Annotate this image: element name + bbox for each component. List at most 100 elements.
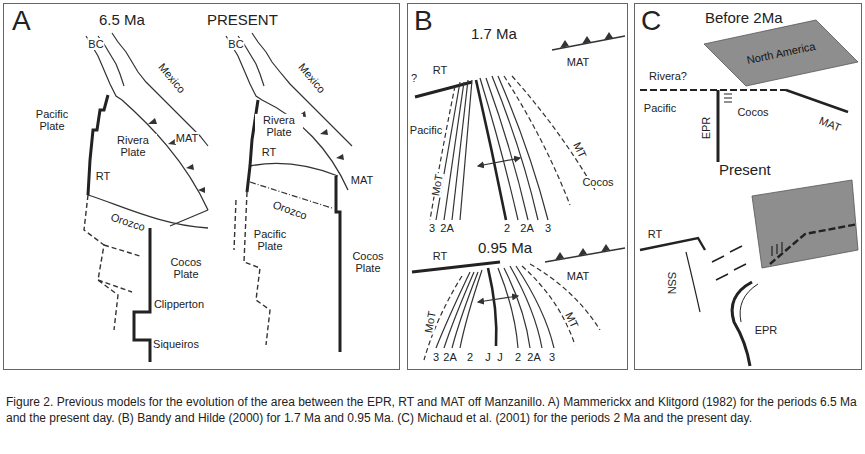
plate-boundary (88, 195, 208, 228)
map-label: BC (87, 38, 104, 50)
map-label: MoT (429, 172, 445, 198)
map-label: MT (563, 309, 582, 330)
anomaly-number: 2 (503, 222, 511, 234)
trench-teeth (601, 244, 610, 252)
fossil-ridge (104, 245, 140, 256)
panel-letter: C (641, 6, 661, 37)
plate-boundary (772, 242, 782, 256)
magnetic-anomaly (498, 76, 548, 220)
trench-teeth (604, 32, 613, 40)
map-label: MAT (816, 114, 843, 134)
plate-boundary (712, 246, 746, 280)
ridge-axis (134, 228, 150, 362)
anomaly-number: 3 (428, 222, 436, 234)
map-label: Cocos (736, 106, 769, 118)
anomaly-dashed (530, 264, 600, 330)
anomaly-number: 2A (439, 222, 454, 234)
magnetic-anomaly (436, 76, 554, 348)
trench-teeth (186, 164, 194, 170)
anomaly-number: J (484, 351, 492, 363)
panel-letter: B (414, 6, 433, 37)
anomaly-number: J (496, 351, 504, 363)
map-label: Pacific Plate (26, 108, 78, 132)
trench-teeth (555, 32, 613, 260)
anomaly-number: 2A (519, 222, 534, 234)
map-label: North America (745, 40, 818, 67)
anomaly-number: 2 (466, 351, 474, 363)
map-label: Pacific (409, 124, 443, 136)
map-label: EPR (700, 116, 712, 141)
spreading-arrow (478, 296, 518, 302)
anomaly-number: 2A (526, 351, 541, 363)
magnetic-anomaly (436, 272, 470, 348)
trench-teeth (198, 187, 205, 193)
trench-line (545, 248, 625, 262)
plate-boundary (717, 90, 720, 162)
coastline (86, 36, 122, 100)
trench-teeth (555, 252, 564, 260)
continent-block (752, 180, 858, 268)
plate-boundary (770, 224, 858, 264)
spreading-ridge (488, 268, 496, 346)
plate-boundary (786, 90, 848, 112)
map-label: RT (261, 146, 277, 158)
figure-panel: A 6.5 Ma PRESENT (3, 3, 400, 370)
anomaly-dashed (504, 76, 570, 205)
map-label: Rivera? (648, 70, 688, 82)
ridge-axis (336, 176, 340, 352)
map-label: RT (432, 64, 448, 76)
map-label: MAT (566, 270, 590, 282)
magnetic-anomaly (460, 270, 482, 348)
period-label: 1.7 Ma (471, 26, 517, 43)
magnetic-anomaly (510, 266, 542, 348)
plate-boundary (686, 252, 700, 312)
map-label: Cocos (581, 176, 614, 188)
anomaly-number: 2 (514, 351, 522, 363)
trench-teeth (560, 40, 569, 48)
trench-line (552, 36, 625, 50)
magnetic-anomaly (452, 272, 478, 348)
fossil-ridge (234, 192, 270, 345)
trench-teeth (148, 118, 157, 124)
period-label: PRESENT (207, 12, 278, 29)
map-label: MoT (422, 309, 438, 335)
coastline (226, 33, 352, 146)
anomaly-dashed (430, 86, 455, 220)
plate-boundary (724, 94, 732, 102)
anomaly-number: 3 (544, 222, 552, 234)
anomaly-number: 3 (548, 351, 556, 363)
coastline (112, 33, 208, 146)
trench-teeth (336, 154, 344, 160)
panel-letter: A (12, 6, 31, 37)
trench-teeth (320, 129, 328, 135)
period-label: Before 2Ma (705, 10, 783, 27)
map-label: BC (227, 38, 244, 50)
map-label: EPR (754, 324, 779, 336)
map-label: Orozco (108, 210, 147, 233)
figure-caption: Figure 2. Previous models for the evolut… (6, 394, 858, 426)
trench-teeth (298, 111, 344, 160)
continent-block (704, 20, 858, 268)
map-label: RT (647, 228, 663, 240)
anomaly-dashed (424, 76, 600, 360)
anomaly-number: 3 (432, 351, 440, 363)
plate-boundary (250, 100, 348, 190)
period-label: 6.5 Ma (99, 12, 145, 29)
period-label: 0.95 Ma (478, 240, 532, 257)
continent-block (704, 20, 858, 86)
map-label: ? (410, 72, 418, 84)
map-label: Clipperton (153, 298, 205, 310)
map-label: MT (571, 139, 590, 160)
map-label: Cocos Plate (164, 256, 208, 280)
plate-boundary (640, 90, 858, 366)
map-label: Siqueiros (152, 338, 200, 350)
map-label: Rivera Plate (255, 114, 303, 138)
map-label: MAT (350, 174, 374, 186)
trench-teeth (578, 248, 587, 256)
map-label: Orozco (270, 198, 309, 222)
map-label: SSN (666, 271, 678, 296)
period-label: Present (719, 162, 771, 179)
map-label: RT (432, 250, 448, 262)
anomaly-dashed (512, 76, 595, 190)
